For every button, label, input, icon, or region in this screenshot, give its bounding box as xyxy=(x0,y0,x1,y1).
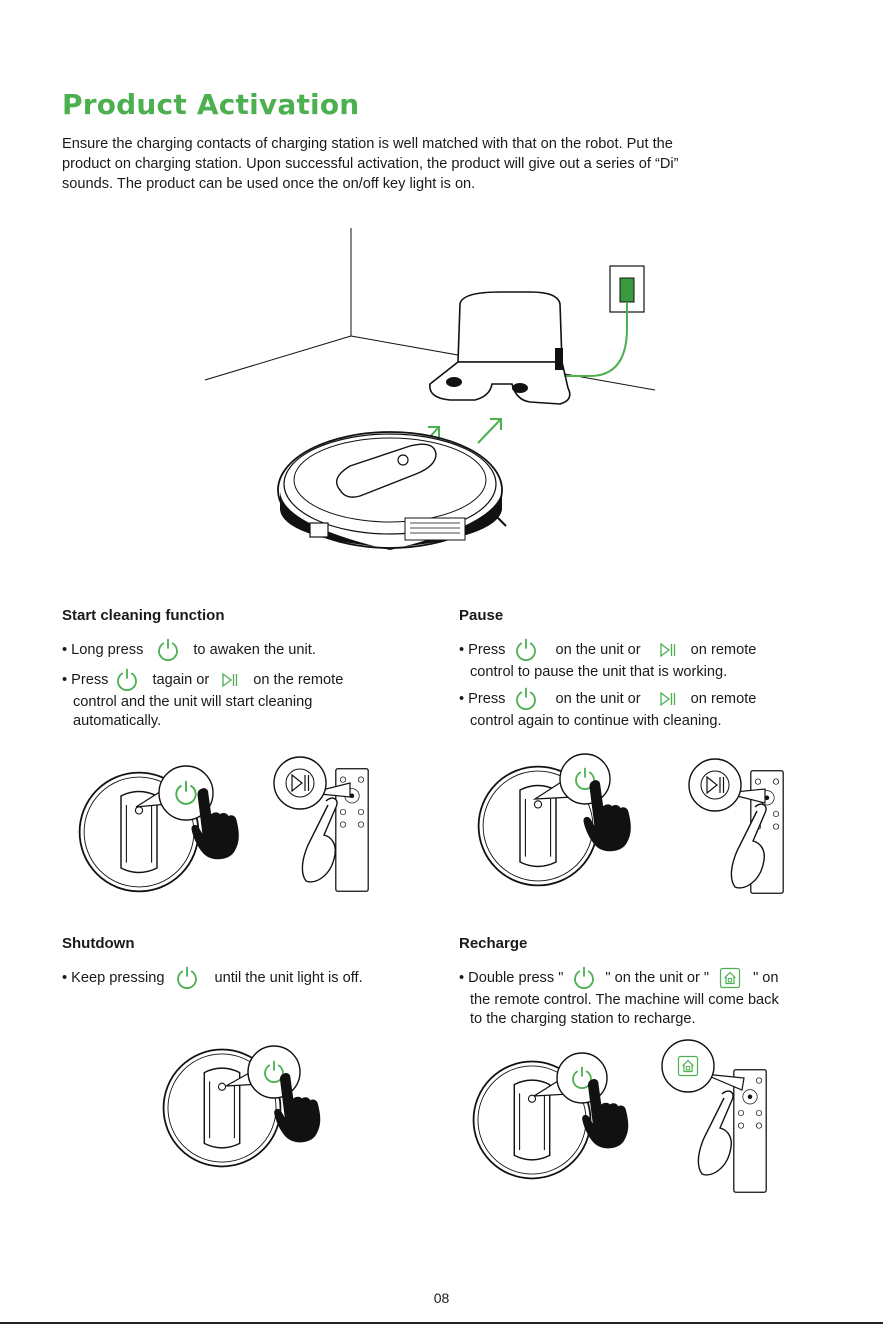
power-icon xyxy=(174,965,200,991)
bullet-text: control again to continue with cleaning. xyxy=(470,713,722,729)
bullet-text: • Double press " xyxy=(459,969,564,986)
bullet-text: on the remote xyxy=(253,671,344,688)
power-icon xyxy=(571,965,597,991)
robot-vacuum-icon xyxy=(277,431,507,550)
play-pause-icon xyxy=(221,671,239,689)
bullet-text: automatically. xyxy=(73,713,162,729)
bullet-text: on remote xyxy=(690,641,757,658)
start-cleaning-bullet-2: • Press tagain or on the remote control … xyxy=(62,667,343,731)
intro-line: Ensure the charging contacts of charging… xyxy=(62,136,673,152)
recharge-title: Recharge xyxy=(459,935,528,952)
bullet-text: " on xyxy=(753,969,779,986)
bullet-text: control to pause the unit that is workin… xyxy=(470,664,728,680)
robot-press-illustration xyxy=(78,765,239,893)
footer-rule xyxy=(0,1322,883,1324)
bullet-text: • Long press xyxy=(62,641,144,658)
remote-home-press-illustration xyxy=(661,1039,767,1193)
bullet-text: the remote control. The machine will com… xyxy=(470,992,779,1008)
power-cable xyxy=(558,302,628,377)
bullet-text: • Press xyxy=(62,671,109,688)
power-icon xyxy=(114,667,140,693)
power-icon xyxy=(155,637,181,663)
bullet-text: " on the unit or " xyxy=(605,969,710,986)
bullet-text: on the unit or xyxy=(555,641,641,658)
remote-press-illustration xyxy=(273,756,369,892)
page-title: Product Activation xyxy=(62,88,360,121)
bullet-text: on the unit or xyxy=(555,690,641,707)
pause-bullet-1: • Press on the unit or on remote control… xyxy=(459,637,756,682)
shutdown-bullet-1: • Keep pressing until the unit light is … xyxy=(62,965,363,991)
home-icon xyxy=(719,967,741,989)
intro-line: sounds. The product can be used once the… xyxy=(62,176,476,192)
bullet-text: tagain or xyxy=(152,671,210,688)
remote-press-illustration xyxy=(688,758,784,894)
intro-text: Ensure the charging contacts of charging… xyxy=(62,134,822,194)
charging-station-icon xyxy=(429,291,571,405)
bullet-text: to awaken the unit. xyxy=(193,641,316,658)
pause-bullet-2: • Press on the unit or on remote control… xyxy=(459,686,756,731)
pause-title: Pause xyxy=(459,607,504,624)
bullet-text: on remote xyxy=(690,690,757,707)
power-icon xyxy=(513,637,539,663)
start-cleaning-title: Start cleaning function xyxy=(62,607,225,624)
recharge-bullet-1: • Double press " " on the unit or " " on… xyxy=(459,965,779,1029)
robot-press-illustration xyxy=(162,1045,321,1168)
page-number: 08 xyxy=(433,1290,450,1306)
intro-line: product on charging station. Upon succes… xyxy=(62,156,679,172)
bullet-text: until the unit light is off. xyxy=(214,969,363,986)
play-pause-icon xyxy=(659,641,677,659)
robot-press-illustration xyxy=(477,753,631,887)
room-corner xyxy=(204,228,656,391)
activation-illustration xyxy=(204,228,656,550)
bullet-text: • Press xyxy=(459,690,506,707)
bullet-text: control and the unit will start cleaning xyxy=(73,694,313,710)
bullet-text: • Keep pressing xyxy=(62,969,165,986)
shutdown-title: Shutdown xyxy=(62,935,135,952)
play-pause-icon xyxy=(659,690,677,708)
bullet-text: to the charging station to recharge. xyxy=(470,1011,696,1027)
power-icon xyxy=(513,686,539,712)
bullet-text: • Press xyxy=(459,641,506,658)
start-cleaning-bullet-1: • Long press to awaken the unit. xyxy=(62,637,316,663)
robot-press-illustration xyxy=(472,1052,629,1180)
